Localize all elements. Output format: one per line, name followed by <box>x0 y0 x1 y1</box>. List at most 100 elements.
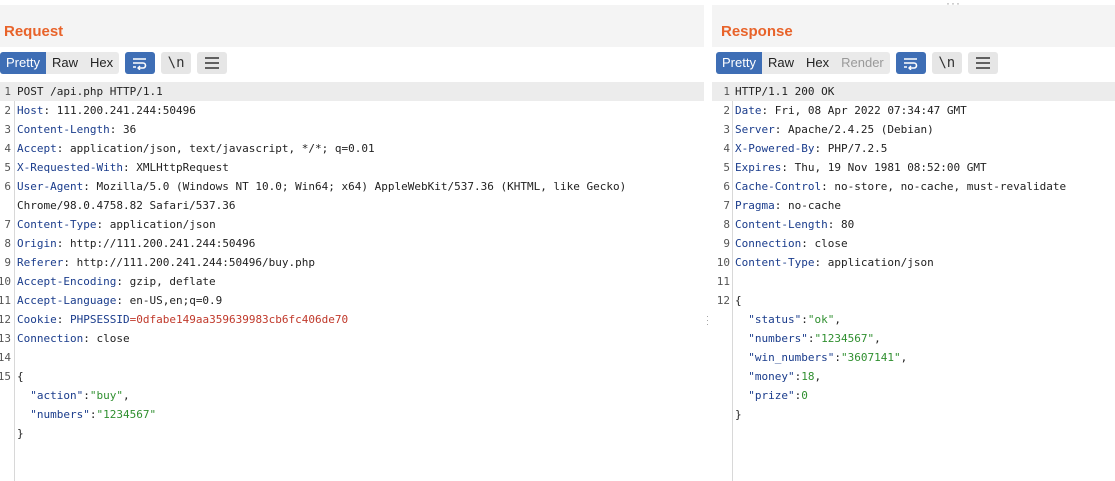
line-number: 5 <box>723 161 730 174</box>
line-content: Host: 111.200.241.244:50496 <box>17 101 196 120</box>
line-content: Content-Length: 36 <box>17 120 136 139</box>
code-line: 11 <box>712 272 1115 291</box>
newline-toggle-icon[interactable]: \n <box>161 52 192 74</box>
wrap-lines-icon[interactable] <box>125 52 156 74</box>
line-content: Date: Fri, 08 Apr 2022 07:34:47 GMT <box>735 101 967 120</box>
code-token: , <box>874 332 881 345</box>
code-token: Content-Length <box>735 218 828 231</box>
code-token <box>17 389 30 402</box>
code-line: "money":18, <box>712 367 1115 386</box>
code-token: : 111.200.241.244:50496 <box>43 104 196 117</box>
line-number: 12 <box>0 313 11 326</box>
line-number: 2 <box>4 104 11 117</box>
code-token: "3607141" <box>840 351 901 364</box>
code-line: 7 Pragma: no-cache <box>712 196 1115 215</box>
line-content: "money":18, <box>735 367 821 386</box>
pane-divider[interactable]: ··· <box>704 0 712 481</box>
code-token: : close <box>83 332 130 345</box>
line-content: "action":"buy", <box>17 386 129 405</box>
code-token: : PHP/7.2.5 <box>814 142 888 155</box>
code-token: , <box>834 313 841 326</box>
code-line: "numbers":"1234567" <box>0 405 704 424</box>
code-line: Chrome/98.0.4758.82 Safari/537.36 <box>0 196 704 215</box>
line-content: Server: Apache/2.4.25 (Debian) <box>735 120 934 139</box>
code-line: 13 Connection: close <box>0 329 704 348</box>
code-token: Host <box>17 104 44 117</box>
line-number: 1 <box>723 85 730 98</box>
code-token: : no-cache <box>774 199 841 212</box>
response-tab-pretty[interactable]: Pretty <box>716 52 762 74</box>
line-content: Accept-Language: en-US,en;q=0.9 <box>17 291 222 310</box>
response-title-bar <box>712 5 1115 47</box>
line-number: 11 <box>0 294 11 307</box>
line-number: 7 <box>723 199 730 212</box>
code-token: : <box>83 389 90 402</box>
line-number: 8 <box>723 218 730 231</box>
response-title: Response <box>721 23 793 40</box>
line-number: 9 <box>723 237 730 250</box>
code-token: : 80 <box>827 218 855 231</box>
response-tab-render: Render <box>841 55 884 70</box>
line-number: 13 <box>0 332 11 345</box>
code-token: "1234567" <box>814 332 875 345</box>
newline-toggle-icon[interactable]: \n <box>931 52 962 74</box>
menu-icon[interactable] <box>197 52 228 74</box>
code-token: : <box>834 351 841 364</box>
request-tab-pretty[interactable]: Pretty <box>0 52 46 74</box>
code-token: 0 <box>801 389 808 402</box>
line-number: 8 <box>4 237 11 250</box>
wrap-lines-icon[interactable] <box>895 52 926 74</box>
line-content: Content-Type: application/json <box>735 253 934 272</box>
request-tab-hex[interactable]: Hex <box>89 55 114 70</box>
code-token: =0dfabe149aa359639983cb6fc406de70 <box>129 313 349 326</box>
line-number: 15 <box>0 370 11 383</box>
request-title-bar <box>0 5 704 47</box>
code-line: "action":"buy", <box>0 386 704 405</box>
code-token: Connection <box>17 332 84 345</box>
line-number: 14 <box>0 351 11 364</box>
line-content: Content-Length: 80 <box>735 215 854 234</box>
code-line: 15{ <box>0 367 704 386</box>
line-number: 6 <box>723 180 730 193</box>
code-token: Origin <box>17 237 57 250</box>
line-number: 12 <box>716 294 730 307</box>
drag-handle-icon[interactable]: ··· <box>946 0 961 10</box>
request-title: Request <box>4 23 64 40</box>
code-token <box>735 332 748 345</box>
menu-icon[interactable] <box>967 52 998 74</box>
code-token: "1234567" <box>96 408 157 421</box>
code-token: Cache-Control <box>735 180 822 193</box>
code-line: 3 Server: Apache/2.4.25 (Debian) <box>712 120 1115 139</box>
line-content: Cache-Control: no-store, no-cache, must-… <box>735 177 1066 196</box>
line-number: 3 <box>723 123 730 136</box>
drag-handle-icon[interactable]: ··· <box>706 311 709 329</box>
code-token: Expires <box>735 161 782 174</box>
code-line: 12{ <box>712 291 1115 310</box>
code-token: : application/json, text/javascript, */*… <box>56 142 375 155</box>
code-token: : Thu, 19 Nov 1981 08:52:00 GMT <box>781 161 987 174</box>
code-token: POST /api.php HTTP/1.1 <box>17 85 163 98</box>
code-token: : application/json <box>96 218 216 231</box>
code-token: Content-Length <box>17 123 110 136</box>
line-content: Pragma: no-cache <box>735 196 841 215</box>
request-tab-raw[interactable]: Raw <box>51 55 78 70</box>
line-number: 10 <box>716 256 730 269</box>
code-token <box>735 389 748 402</box>
code-token: "numbers" <box>30 408 90 421</box>
line-content: } <box>17 424 24 443</box>
response-tab-hex[interactable]: Hex <box>805 55 830 70</box>
response-tab-raw[interactable]: Raw <box>767 55 794 70</box>
line-content: X-Requested-With: XMLHttpRequest <box>17 158 229 177</box>
line-content: "status":"ok", <box>735 310 841 329</box>
line-content: Accept-Encoding: gzip, deflate <box>17 272 216 291</box>
code-token <box>735 370 748 383</box>
request-toolbar: Pretty Raw Hex \n <box>0 52 228 74</box>
